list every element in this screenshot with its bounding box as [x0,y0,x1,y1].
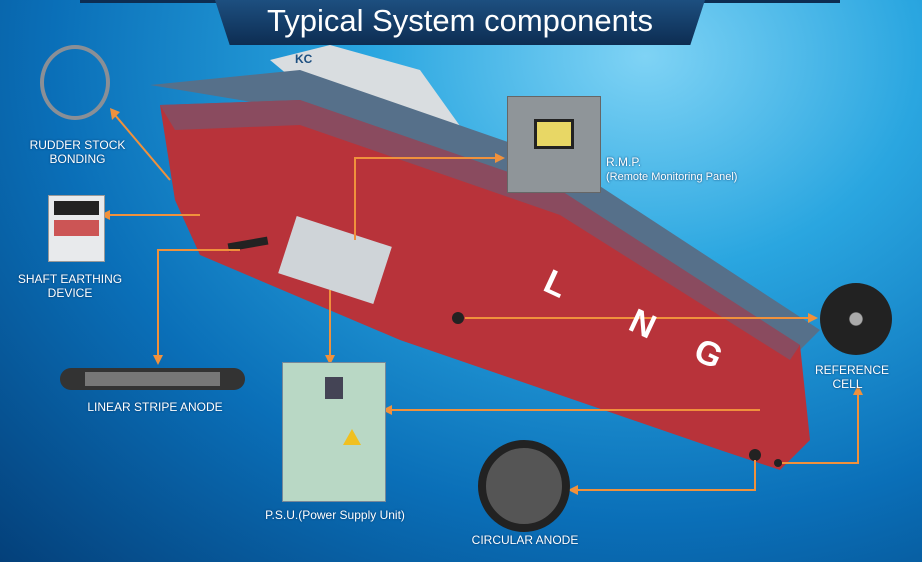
arrow-circular [578,460,756,491]
hull-anode-bow [749,449,761,461]
rmp-screen [534,119,574,149]
arrowheads [100,108,863,495]
ship-hull-shade [160,100,800,360]
hull-cutaway [278,216,392,304]
arrowhead-icon [100,210,110,220]
arrowhead-icon [853,385,863,395]
ship-hull [160,100,810,470]
shaft-earthing-device-image [48,195,105,262]
psu-cabinet-image [282,362,386,502]
label-rmp-title: R.M.P. [606,155,642,169]
linear-stripe-on-hull [227,236,269,252]
arrowhead-icon [382,405,392,415]
linear-stripe-anode-image [60,368,245,390]
label-circular-anode: CIRCULAR ANODE [471,533,579,547]
arrowhead-icon [153,355,163,365]
label-rudder-stock-bonding: RUDDER STOCK BONDING [29,138,126,166]
hull-anode-point [452,312,464,324]
device-plate [54,220,99,236]
arrow-reference-bow [782,395,859,464]
label-shaft-earthing-device: SHAFT EARTHING DEVICE [17,272,123,300]
rudder-cable-image [40,45,110,120]
arrowhead-icon [110,108,120,120]
arrow-stripe [157,249,240,355]
connector-arrows [110,114,859,491]
label-reference-cell: REFERENCE CELL [815,363,890,391]
warning-icon [343,429,361,445]
arrow-rmp [354,157,495,240]
label-linear-stripe-anode: LINEAR STRIPE ANODE [87,400,223,414]
hull-ref-point [774,459,782,467]
page-title: Typical System components [215,0,705,45]
psu-display [325,377,343,399]
circular-anode-image [478,440,570,532]
arrowhead-icon [325,355,335,365]
device-display [54,201,99,215]
arrowhead-icon [568,485,578,495]
label-psu: P.S.U.(Power Supply Unit) [265,508,405,522]
arrowhead-icon [808,313,818,323]
ship-logo: KC [295,52,313,66]
label-rmp-subtitle: (Remote Monitoring Panel) [606,171,738,183]
anode-strip [85,372,220,386]
reference-cell-image [820,283,892,355]
rmp-panel-image [507,96,601,193]
arrowhead-icon [495,153,505,163]
arrow-rudder [114,114,171,181]
